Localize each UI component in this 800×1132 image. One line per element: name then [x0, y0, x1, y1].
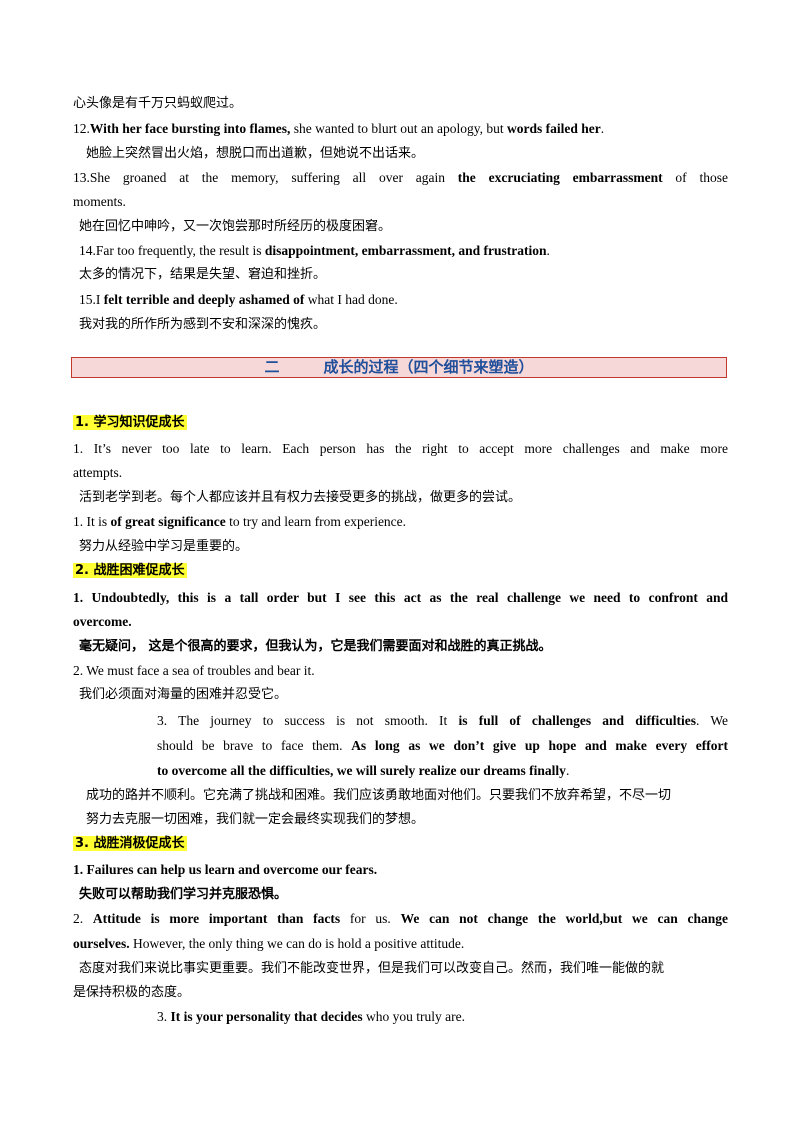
sentence-12: 12.With her face bursting into flames, s…: [73, 120, 728, 138]
sub1-p2-translation: 努力从经验中学习是重要的。: [79, 539, 249, 554]
section-number: 二: [264, 358, 280, 376]
sub2-p1: 1. Undoubtedly, this is a tall order but…: [73, 589, 728, 607]
bold-phrase: ourselves.: [73, 936, 130, 951]
bold-phrase: is full of challenges and difficulties: [458, 713, 697, 728]
text: for us.: [340, 911, 401, 926]
text: 3. The journey to success is not smooth.…: [157, 713, 459, 728]
bold-phrase: It is your personality that decides: [170, 1009, 363, 1024]
sub1-p2: 1. It is of great significance to try an…: [73, 513, 728, 531]
text: to try and learn from experience.: [225, 514, 407, 529]
text: However, the only thing we can do is hol…: [129, 936, 465, 951]
text: 12.: [73, 121, 90, 136]
sub1-p1-cont: attempts.: [73, 465, 123, 480]
text: what I had done.: [304, 292, 398, 307]
sub2-p3-cont2: to overcome all the difficulties, we wil…: [157, 762, 728, 780]
highlighted-heading: 2. 战胜困难促成长: [73, 563, 187, 578]
translation-13: 她在回忆中呻吟，又一次饱尝那时所经历的极度困窘。: [79, 219, 392, 234]
text: 3.: [157, 1009, 171, 1024]
bold-phrase: to overcome all the difficulties, we wil…: [157, 763, 566, 778]
text: 13.She groaned at the memory, suffering …: [73, 170, 458, 185]
bold-phrase: of great significance: [110, 514, 226, 529]
bold-sentence: 1. Undoubtedly, this is a tall order but…: [73, 590, 728, 605]
sub3-p2-translation: 态度对我们来说比事实更重要。我们不能改变世界，但是我们可以改变自己。然而，我们唯…: [79, 961, 665, 976]
sentence-13-cont: moments.: [73, 194, 126, 209]
text: of those: [662, 170, 728, 185]
bold-phrase: As long as we don’t give up hope and mak…: [351, 738, 728, 753]
subheading-1: 1. 学习知识促成长: [73, 414, 728, 432]
sentence-14: 14.Far too frequently, the result is dis…: [79, 242, 734, 260]
highlighted-heading: 3. 战胜消极促成长: [73, 836, 187, 851]
sub2-p3-translation-cont: 努力去克服一切困难，我们就一定会最终实现我们的梦想。: [86, 812, 425, 827]
sub3-p3: 3. It is your personality that decides w…: [157, 1008, 728, 1026]
bold-phrase: words failed her: [506, 121, 601, 136]
translation-14: 太多的情况下，结果是失望、窘迫和挫折。: [79, 267, 327, 282]
text: who you truly are.: [362, 1009, 465, 1024]
text: she wanted to blurt out an apology, but: [290, 121, 507, 136]
sub3-p2: 2. Attitude is more important than facts…: [73, 910, 728, 928]
text: .: [546, 243, 550, 258]
sub3-p1: 1. Failures can help us learn and overco…: [73, 861, 728, 879]
text: .: [565, 763, 570, 778]
text: 2.: [73, 911, 93, 926]
bold-phrase: With her face bursting into flames,: [89, 121, 291, 136]
text-line: 心头像是有千万只蚂蚁爬过。: [73, 96, 243, 111]
text: .: [600, 121, 605, 136]
text: 15.I: [79, 292, 104, 307]
sub2-p2-translation: 我们必须面对海量的困难并忍受它。: [79, 687, 288, 702]
sub2-p3-translation: 成功的路并不顺利。它充满了挑战和困难。我们应该勇敢地面对他们。只要我们不放弃希望…: [86, 788, 672, 803]
bold-phrase: felt terrible and deeply ashamed of: [103, 292, 305, 307]
sub3-p2-translation-cont: 是保持积极的态度。: [73, 985, 191, 1000]
sub1-p1-translation: 活到老学到老。每个人都应该并且有权力去接受更多的挑战，做更多的尝试。: [79, 490, 522, 505]
text: should be brave to face them.: [157, 738, 352, 753]
section-heading-box: 二 成长的过程（四个细节来塑造）: [71, 357, 727, 378]
bold-phrase: Attitude is more important than facts: [92, 911, 341, 926]
sub2-p1-cont: overcome.: [73, 613, 728, 631]
translation-15: 我对我的所作所为感到不安和深深的愧疚。: [79, 317, 327, 332]
section-title: 成长的过程（四个细节来塑造）: [323, 358, 534, 376]
sub3-p2-cont: ourselves. However, the only thing we ca…: [73, 935, 728, 953]
bold-sentence: overcome.: [73, 614, 132, 629]
translation-12: 她脸上突然冒出火焰，想脱口而出道歉，但她说不出话来。: [86, 146, 425, 161]
bold-phrase: the excruciating embarrassment: [457, 170, 663, 185]
sub2-p3-cont: should be brave to face them. As long as…: [157, 737, 728, 755]
text: 1. It is: [73, 514, 111, 529]
subheading-3: 3. 战胜消极促成长: [73, 835, 728, 853]
sentence-15: 15.I felt terrible and deeply ashamed of…: [79, 291, 734, 309]
bold-phrase: disappointment, embarrassment, and frust…: [264, 243, 547, 258]
sub1-p1: 1. It’s never too late to learn. Each pe…: [73, 441, 728, 456]
sub2-p1-translation: 毫无疑问， 这是个很高的要求，但我认为，它是我们需要面对和战胜的真正挑战。: [79, 639, 552, 654]
highlighted-heading: 1. 学习知识促成长: [73, 415, 187, 430]
bold-phrase: We can not change the world,but we can c…: [400, 911, 729, 926]
sub2-p3: 3. The journey to success is not smooth.…: [157, 712, 728, 730]
text: 14.Far too frequently, the result is: [79, 243, 265, 258]
text: . We: [696, 713, 728, 728]
subheading-2: 2. 战胜困难促成长: [73, 562, 728, 580]
bold-sentence: 1. Failures can help us learn and overco…: [73, 862, 378, 877]
sub2-p2: 2. We must face a sea of troubles and be…: [73, 663, 315, 678]
sentence-13: 13.She groaned at the memory, suffering …: [73, 169, 728, 187]
sub3-p1-translation: 失败可以帮助我们学习并克服恐惧。: [79, 887, 288, 902]
